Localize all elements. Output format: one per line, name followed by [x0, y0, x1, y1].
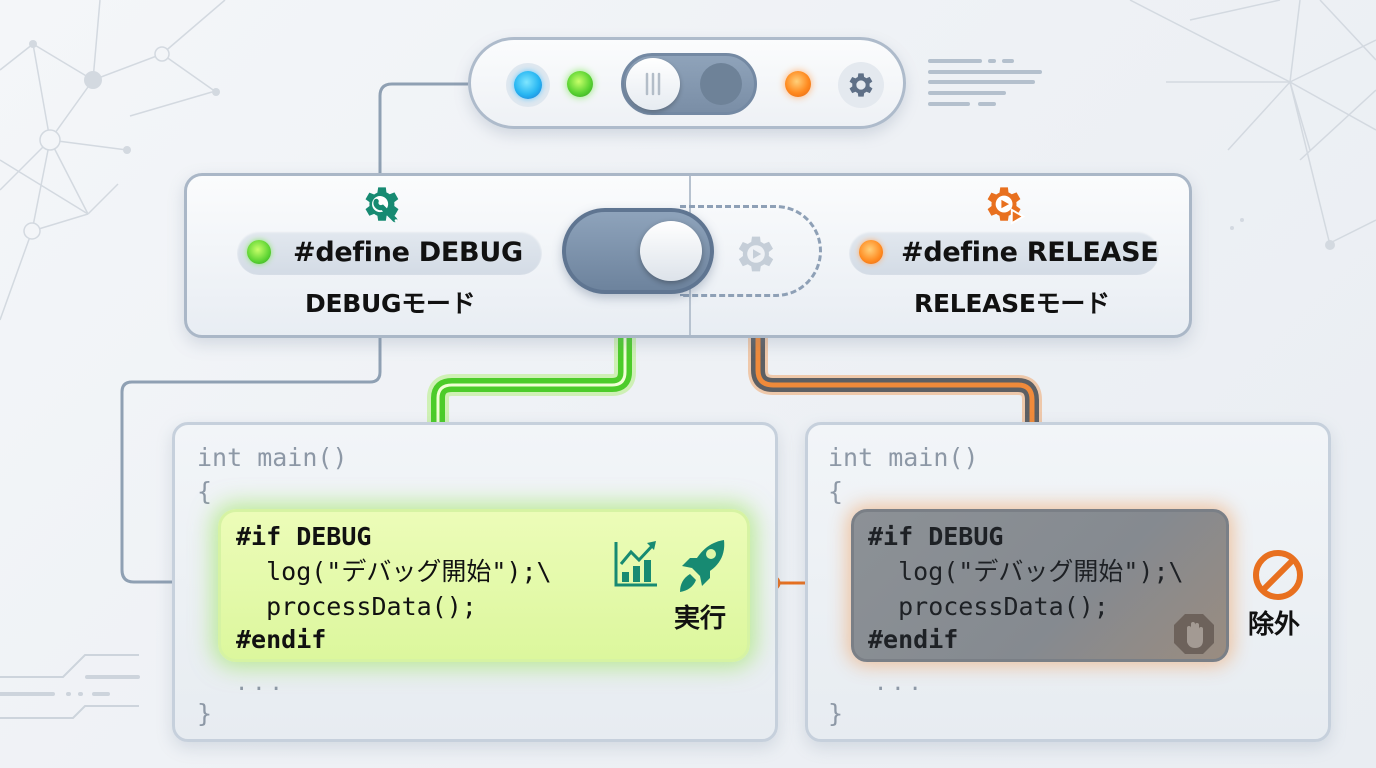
gear-wrench-icon	[365, 187, 399, 223]
release-code-block-excluded: #if DEBUG log("デバッグ開始");\ processData();…	[851, 509, 1229, 662]
release-mode-label: RELEASEモード	[914, 289, 1110, 318]
stop-hand-icon	[1174, 614, 1214, 654]
code-line: #endif	[236, 625, 327, 654]
gear-play-icon	[738, 236, 774, 272]
mini-toggle-switch[interactable]	[621, 53, 757, 115]
code-line: log("デバッグ開始");\	[236, 557, 552, 586]
code-ellipsis: ...	[235, 671, 287, 696]
prohibited-icon	[1253, 550, 1303, 600]
mode-toggle-knob[interactable]	[640, 221, 702, 281]
grip-lines-icon	[645, 72, 661, 96]
define-debug-text: #define DEBUG	[293, 237, 523, 268]
top-control-bar	[468, 37, 906, 129]
code-line: processData();	[868, 592, 1109, 621]
mode-selector-panel: #define DEBUG DEBUGモード #define RELEASE R…	[184, 173, 1192, 338]
settings-button[interactable]	[838, 62, 884, 108]
connector-lines	[120, 82, 468, 584]
define-debug-chip[interactable]: #define DEBUG	[237, 231, 542, 275]
ghost-toggle-outline	[680, 205, 822, 297]
debug-code-block-active: #if DEBUG log("デバッグ開始");\ processData();…	[218, 509, 750, 662]
code-line: #if DEBUG	[868, 522, 1004, 551]
blue-led-housing	[506, 63, 550, 107]
code-ellipsis: ...	[874, 671, 926, 696]
code-line: #endif	[868, 625, 959, 654]
define-release-chip[interactable]: #define RELEASE	[849, 231, 1159, 275]
define-release-text: #define RELEASE	[901, 237, 1159, 268]
blue-status-led	[514, 71, 542, 99]
debug-led	[247, 240, 271, 264]
rocket-icon	[680, 540, 725, 592]
network-nodes-left	[29, 40, 220, 154]
gear-play-icon	[987, 187, 1026, 225]
debug-flow-arrow	[427, 310, 636, 490]
open-brace: {	[197, 477, 213, 506]
toggle-off-indicator	[700, 63, 742, 105]
text-lines-mid-right	[1082, 374, 1235, 400]
chart-up-icon	[614, 541, 657, 587]
orange-status-led	[785, 71, 811, 97]
release-led	[859, 240, 883, 264]
execute-status-label: 実行	[674, 604, 727, 634]
mode-toggle-switch[interactable]	[562, 208, 714, 294]
green-status-led	[567, 71, 593, 97]
close-brace: }	[828, 699, 844, 728]
text-lines-top-right	[928, 59, 1042, 106]
circuit-lines-bottom-left	[0, 654, 139, 719]
code-line: processData();	[236, 592, 477, 621]
code-line: #if DEBUG	[236, 522, 372, 551]
code-header: int main()	[828, 443, 979, 472]
close-brace: }	[197, 699, 213, 728]
network-lines-right	[1129, 0, 1376, 246]
debug-mode-label: DEBUGモード	[305, 289, 476, 318]
release-flow-arrow	[748, 310, 1042, 490]
open-brace: {	[828, 477, 844, 506]
excluded-status-label: 除外	[1248, 610, 1301, 640]
code-line: log("デバッグ開始");\	[868, 557, 1184, 586]
code-header: int main()	[197, 443, 348, 472]
network-lines-left	[0, 0, 226, 321]
toggle-knob[interactable]	[626, 58, 680, 110]
gear-icon	[849, 73, 873, 97]
